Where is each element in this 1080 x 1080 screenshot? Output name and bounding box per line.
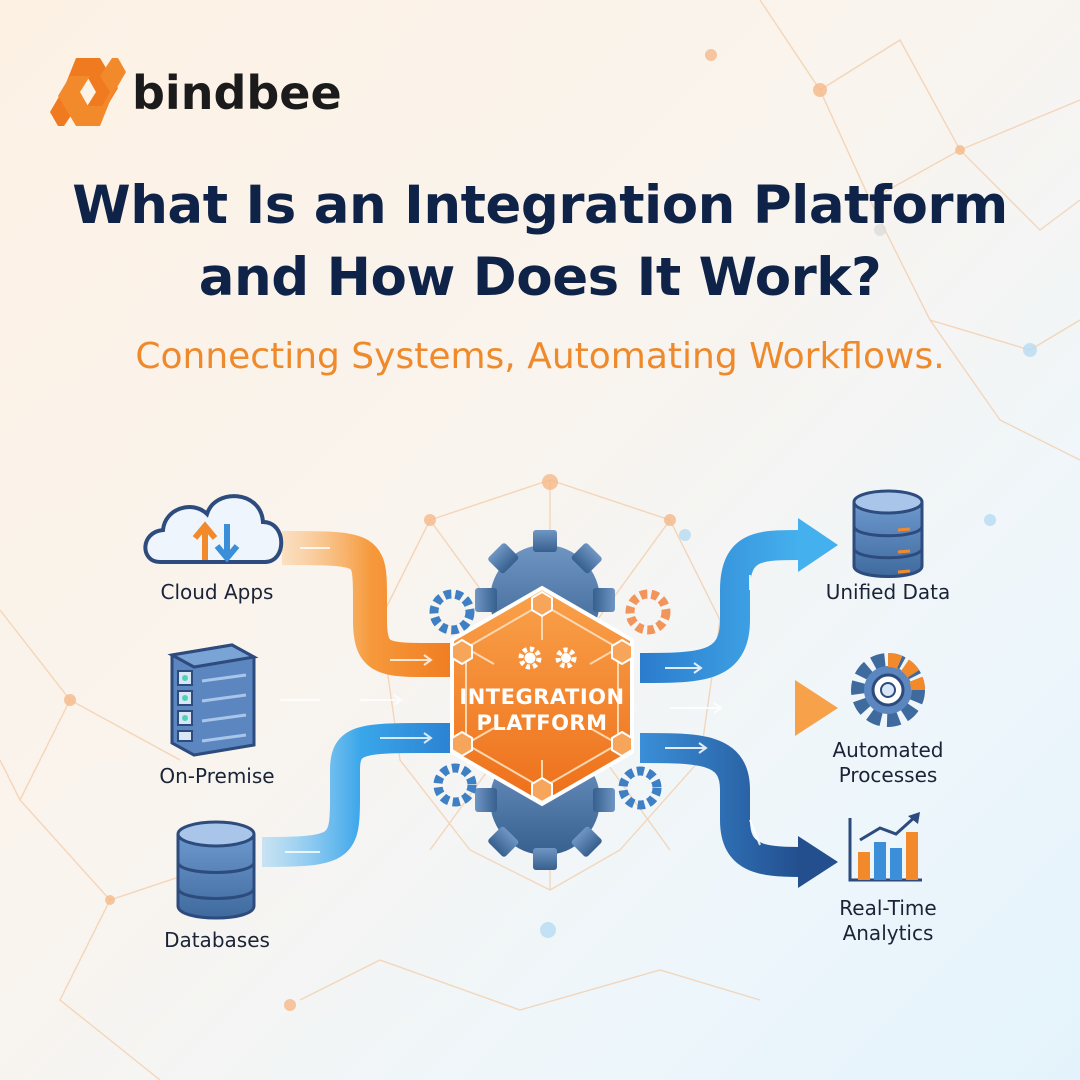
hub-label: INTEGRATION PLATFORM xyxy=(452,684,632,736)
database-icon xyxy=(176,820,256,920)
title-line-2: and How Does It Work? xyxy=(198,247,882,308)
output-label-automated-line-2: Processes xyxy=(838,763,938,787)
hub-gears-icon xyxy=(518,646,577,670)
brand-name: bindbee xyxy=(132,66,342,120)
unified-data-database-icon xyxy=(852,489,924,578)
page-subtitle: Connecting Systems, Automating Workflows… xyxy=(135,336,945,377)
output-label-analytics-line-2: Analytics xyxy=(842,921,934,945)
hub-label-line-1: INTEGRATION xyxy=(459,685,625,709)
small-gear-left-bottom xyxy=(433,763,477,807)
arrowhead-unified-data xyxy=(798,518,838,572)
arrowhead-real-time-analytics xyxy=(798,836,838,888)
source-label-databases: Databases xyxy=(164,928,270,952)
flow-databases xyxy=(261,723,460,867)
output-label-unified-data: Unified Data xyxy=(825,580,951,604)
arrowhead-automated-processes xyxy=(795,680,838,736)
small-gear-right-top xyxy=(625,589,671,635)
server-icon xyxy=(167,643,259,757)
small-gear-right-bottom xyxy=(618,766,662,810)
small-gear-left-top xyxy=(429,589,475,635)
page-title: What Is an Integration Platform and How … xyxy=(40,170,1040,314)
output-label-real-time-analytics: Real-Time Analytics xyxy=(810,896,966,946)
flow-unified-data xyxy=(639,530,801,683)
cloud-icon xyxy=(143,494,284,564)
output-label-automated-line-1: Automated xyxy=(832,738,944,762)
gear-icon xyxy=(851,653,925,727)
bindbee-hexagon-logo xyxy=(50,58,126,126)
input-flows xyxy=(258,531,460,867)
source-label-on-premise: On-Premise xyxy=(159,764,275,788)
output-flows xyxy=(639,518,838,888)
flow-real-time-analytics xyxy=(639,733,801,877)
output-label-analytics-line-1: Real-Time xyxy=(839,896,937,920)
bar-chart-icon xyxy=(848,812,922,882)
network-dots xyxy=(64,49,1037,1011)
integration-platform-hexagon xyxy=(450,585,634,807)
title-line-1: What Is an Integration Platform xyxy=(72,175,1008,236)
output-label-automated-processes: Automated Processes xyxy=(810,738,966,788)
flow-cloud-apps xyxy=(281,531,460,677)
source-label-cloud-apps: Cloud Apps xyxy=(160,580,274,604)
hub-label-line-2: PLATFORM xyxy=(476,711,608,735)
